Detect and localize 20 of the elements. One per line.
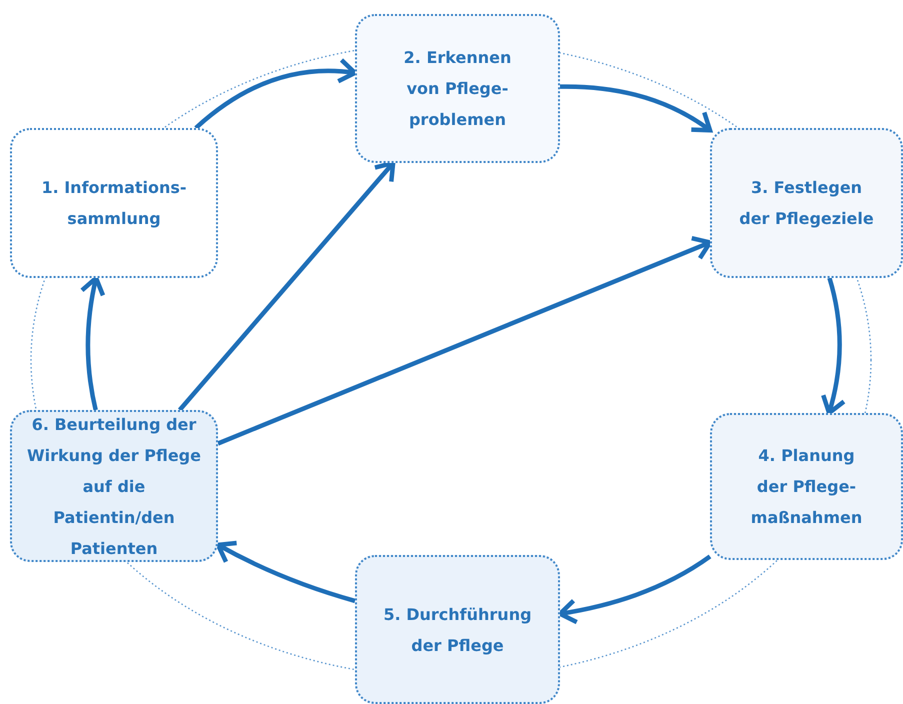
arrow [217, 236, 712, 446]
arrow [194, 58, 358, 130]
process-box [355, 555, 560, 704]
step-label: 4. Planung der Pflege-maßnahmen [750, 445, 864, 529]
arrow [820, 277, 846, 416]
process-box [10, 128, 218, 278]
step-label: 5. Durchführung der Pflege [382, 604, 533, 656]
process-box [710, 128, 903, 278]
step-label: 1. Informations-sammlung [40, 177, 188, 230]
process-box [710, 413, 903, 560]
process-box [10, 410, 218, 562]
arrow [558, 554, 712, 624]
arrow [178, 160, 396, 412]
arrow [216, 540, 356, 604]
step-label: 6. Beurteilung der Wirkung der Pflege auf die Patientin/den Patienten [26, 414, 202, 560]
step-label: 2. Erkennen von Pflege-problemen [402, 47, 512, 131]
process-box [355, 14, 560, 163]
arrow [80, 276, 106, 410]
step-label: 3. Festlegen der Pflegeziele [738, 177, 875, 230]
arrow [560, 84, 712, 132]
